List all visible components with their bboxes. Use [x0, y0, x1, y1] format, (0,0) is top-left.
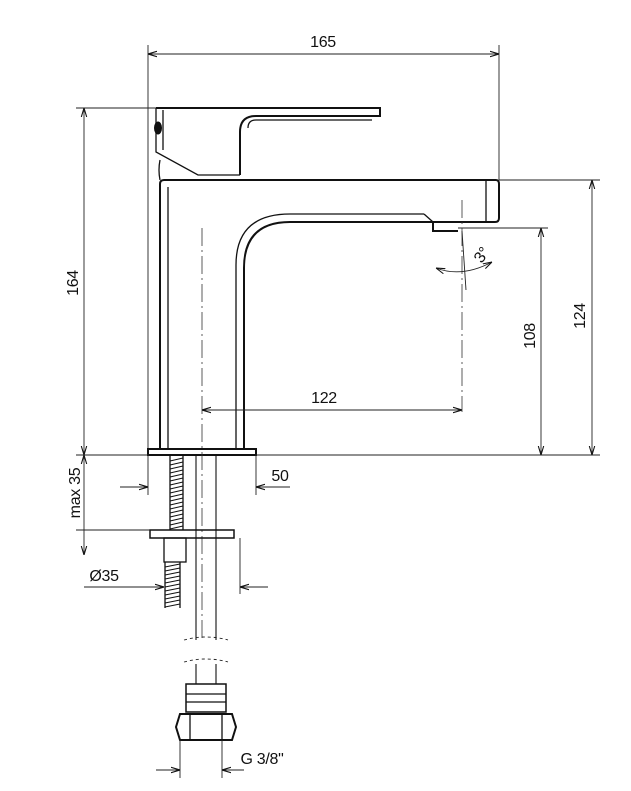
- thread-line: [164, 571, 181, 576]
- thread-line: [169, 501, 184, 506]
- thread-line: [169, 509, 184, 514]
- dimension-mounting-hole: Ø35: [84, 538, 268, 594]
- thread-line: [164, 587, 181, 592]
- dimension-outlet-height: 108: [458, 227, 548, 455]
- thread-line: [169, 493, 184, 498]
- thread-line: [169, 485, 184, 490]
- dimension-spout-reach: 122: [202, 390, 462, 410]
- dimension-base-diameter: 50: [120, 455, 290, 495]
- thread-line: [164, 563, 181, 568]
- dim-164-label: 164: [65, 270, 82, 296]
- dim-thread-label: G 3/8": [240, 751, 283, 768]
- thread-line: [164, 575, 181, 580]
- dim-108-label: 108: [522, 323, 539, 349]
- thread-line: [169, 513, 184, 518]
- dim-165-label: 165: [310, 34, 336, 51]
- thread-line: [164, 599, 181, 604]
- thread-line: [169, 517, 184, 522]
- dimension-spout-height: 124: [256, 179, 600, 456]
- dimension-max-deck: max 35: [67, 455, 150, 555]
- thread-line: [169, 457, 184, 462]
- thread-line: [164, 579, 181, 584]
- thread-line: [169, 473, 184, 478]
- thread-line: [169, 489, 184, 494]
- thread-line: [164, 591, 181, 596]
- lever-handle: [154, 107, 381, 181]
- thread-line: [164, 583, 181, 588]
- thread-line: [164, 567, 181, 572]
- thread-line: [164, 603, 181, 608]
- dimension-thread: G 3/8": [156, 740, 284, 778]
- thread-line: [164, 595, 181, 600]
- thread-line: [169, 477, 184, 482]
- dim-50-label: 50: [271, 468, 289, 485]
- thread-line: [169, 465, 184, 470]
- dimension-overall-height: 164: [65, 107, 156, 456]
- thread-line: [169, 525, 184, 530]
- dim-124-label: 124: [572, 303, 589, 329]
- dimension-angle: 3°: [436, 230, 493, 291]
- thread-line: [169, 481, 184, 486]
- thread-line: [169, 497, 184, 502]
- dim-o35-label: Ø35: [89, 568, 119, 585]
- mounting-assembly: [149, 455, 238, 741]
- dim-max35-label: max 35: [67, 467, 84, 518]
- dimension-overall-length: 165: [147, 34, 500, 448]
- dim-122-label: 122: [311, 390, 337, 407]
- thread-line: [169, 505, 184, 510]
- center-lines: [201, 200, 463, 640]
- thread-line: [169, 461, 184, 466]
- thread-line: [169, 469, 184, 474]
- faucet-body: [159, 179, 500, 449]
- thread-line: [169, 521, 184, 526]
